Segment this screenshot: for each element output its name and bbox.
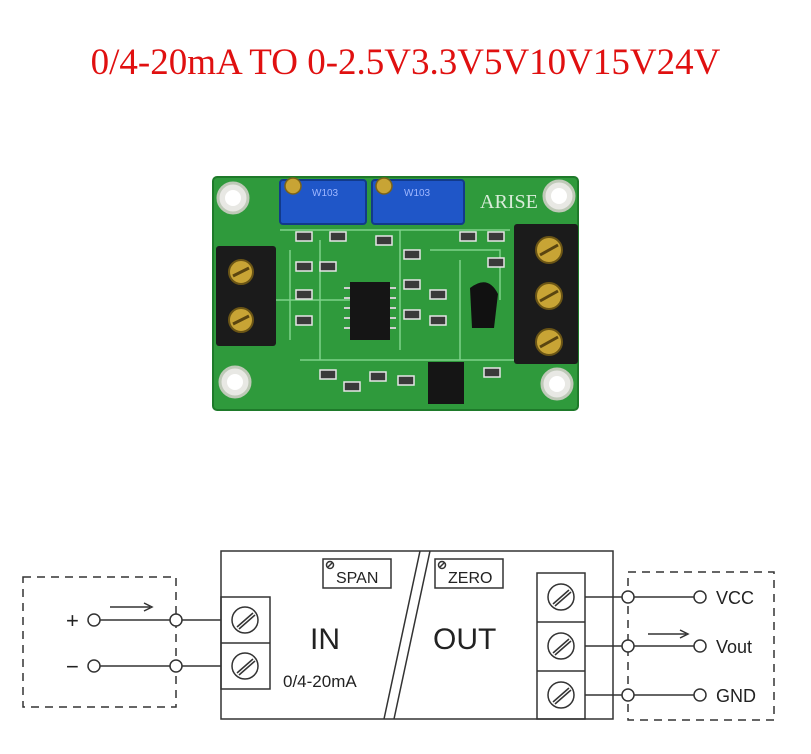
module-output-terminals [536,572,586,720]
module-divider [383,550,431,720]
span-trimmer: W103 [279,177,367,225]
pcb-traces [260,229,520,361]
output-wires [585,590,707,702]
brand-silkscreen: ARISE [480,191,538,213]
in-label: IN [310,623,340,656]
span-adjust-icon [325,560,335,570]
zero-label: ZERO [448,570,492,587]
input-wires [87,602,221,673]
transistor [470,282,498,328]
module-outline [220,550,614,720]
input-terminal-block [216,246,276,346]
zero-trimmer: W103 [371,177,465,225]
page-title: 0/4-20mA TO 0-2.5V3.3V5V10V15V24V [90,42,721,83]
vcc-label: VCC [716,588,754,608]
gnd-label: GND [716,686,756,706]
regulator-ic [428,362,464,404]
svg-text:W103: W103 [312,188,339,199]
smd-components [295,231,505,392]
mounting-holes [216,179,576,401]
input-source-box [22,576,177,708]
output-load-box [627,571,775,721]
output-terminal-block [514,224,578,364]
minus-sign: − [66,654,79,679]
out-label: OUT [433,623,496,656]
in-range-label: 0/4-20mA [283,672,357,691]
module-input-terminals [220,596,271,690]
zero-adjust-icon [437,560,447,570]
span-label: SPAN [336,570,378,587]
plus-sign: + [66,608,79,633]
span-box [322,558,392,589]
ic-pins [344,287,396,329]
zero-box [434,558,504,589]
op-amp-ic [350,282,390,340]
svg-text:W103: W103 [404,188,431,199]
vout-label: Vout [716,637,752,657]
